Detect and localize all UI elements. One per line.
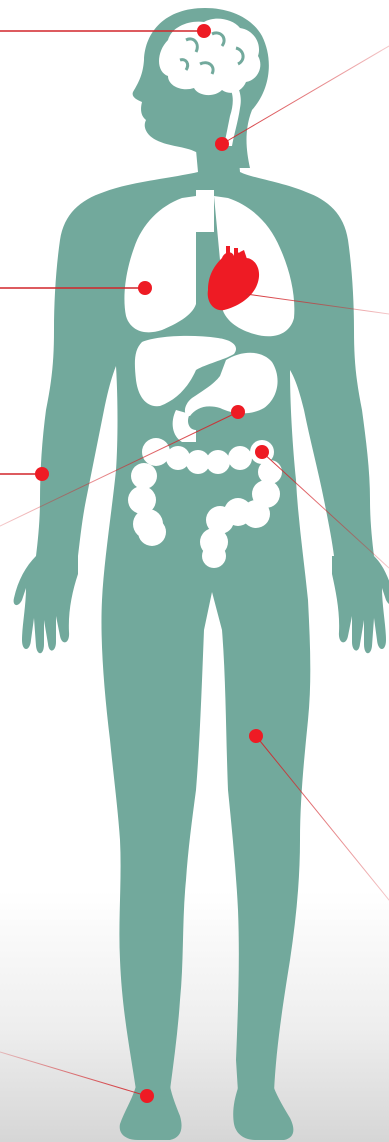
marker-dot-brain[interactable]	[197, 24, 211, 38]
torso	[36, 150, 374, 1092]
marker-dot-arm[interactable]	[35, 467, 49, 481]
marker-dot-thigh[interactable]	[249, 729, 263, 743]
marker-dot-stomach[interactable]	[231, 405, 245, 419]
right-foot	[233, 1088, 293, 1140]
marker-dot-colon[interactable]	[255, 445, 269, 459]
marker-dot-lung[interactable]	[138, 281, 152, 295]
left-hand	[14, 556, 78, 653]
trachea	[196, 190, 214, 232]
body-silhouette	[14, 8, 389, 1140]
leader-line-ankle	[0, 1052, 147, 1096]
right-hand	[332, 556, 389, 653]
marker-dot-throat[interactable]	[215, 137, 229, 151]
marker-dot-ankle[interactable]	[140, 1089, 154, 1103]
